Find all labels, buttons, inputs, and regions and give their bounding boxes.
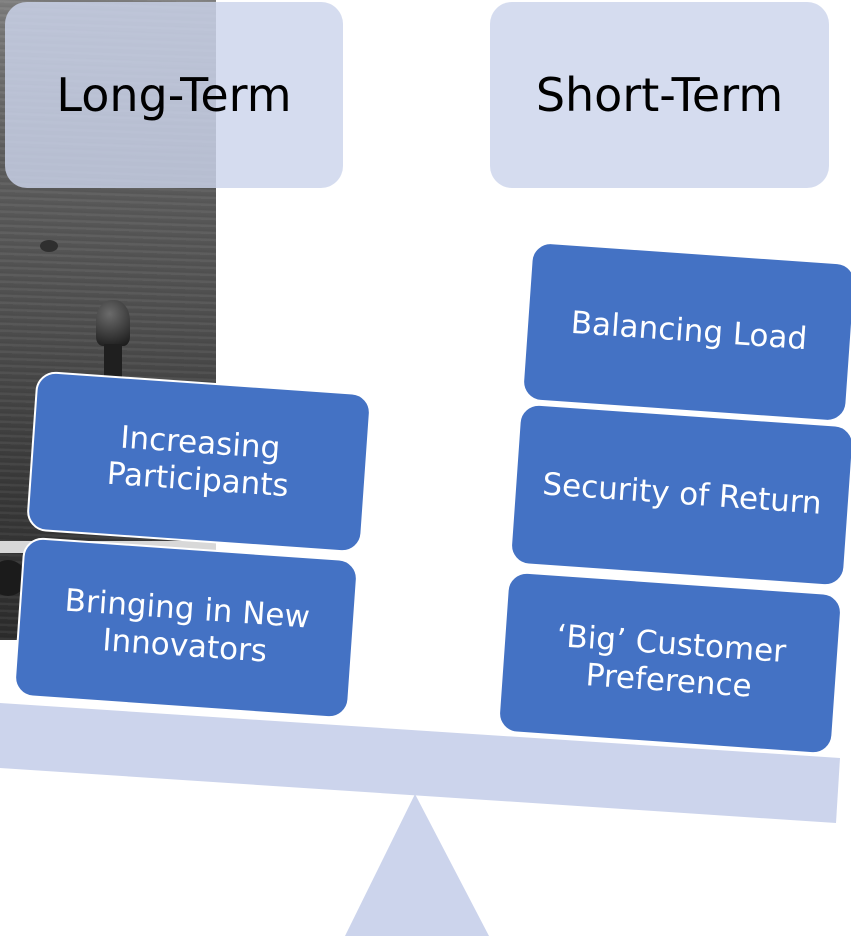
scale-beam <box>0 703 840 823</box>
wood-knot <box>40 240 58 252</box>
factor-label: Bringing in New Innovators <box>63 582 312 670</box>
short-term-header-label: Short-Term <box>535 68 784 122</box>
factor-big-customer-preference: ‘Big’ Customer Preference <box>496 570 844 756</box>
scale-fulcrum <box>345 794 489 936</box>
long-term-header-label: Long-Term <box>56 68 292 122</box>
factor-bringing-in-new-innovators: Bringing in New Innovators <box>12 536 360 720</box>
factor-label: ‘Big’ Customer Preference <box>555 617 788 705</box>
long-term-header: Long-Term <box>5 2 343 188</box>
lamp-shade <box>96 300 130 346</box>
factor-security-of-return: Security of Return <box>508 402 851 588</box>
factor-label: Security of Return <box>541 466 823 523</box>
short-term-header: Short-Term <box>490 2 829 188</box>
lamp-base <box>104 344 122 380</box>
factor-label: Increasing Participants <box>105 419 290 505</box>
factor-balancing-load: Balancing Load <box>520 240 851 424</box>
factor-increasing-participants: Increasing Participants <box>25 370 373 554</box>
factor-label: Balancing Load <box>569 305 809 358</box>
